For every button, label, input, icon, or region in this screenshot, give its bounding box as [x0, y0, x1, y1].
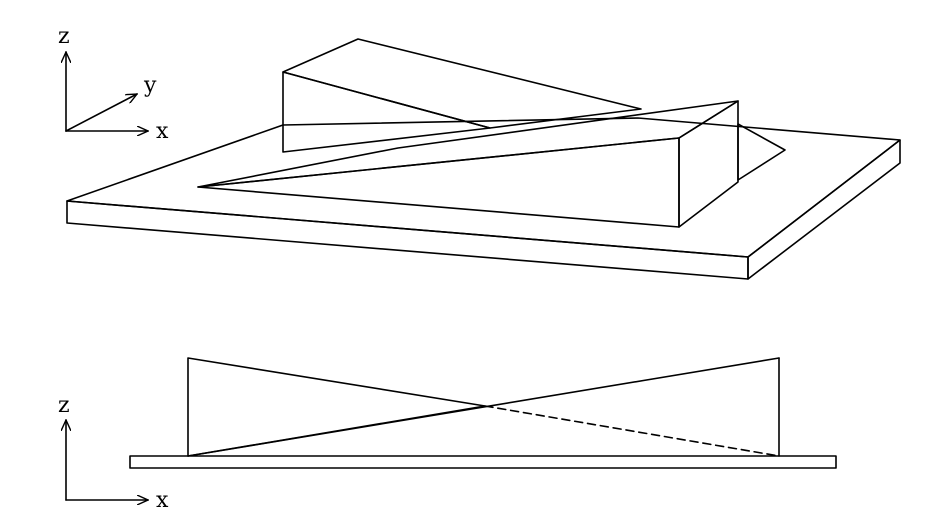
wedge-a-dark-face: [282, 71, 491, 153]
base-plate-right-side: [747, 139, 901, 280]
wedge-b-end-face: [678, 100, 739, 228]
isometric-view: z y x: [58, 24, 901, 280]
top-y-label: y: [143, 73, 157, 98]
base-plate-cutout: [737, 123, 786, 181]
wedge-b-top-face: [197, 100, 739, 188]
base-plate-top: [66, 117, 901, 258]
top-z-label: z: [58, 24, 70, 49]
base-plate-left-side: [66, 200, 749, 280]
bottom-x-label: x: [156, 488, 169, 513]
side-view-wedge-a: [187, 357, 486, 457]
wedge-b-dark-face: [197, 137, 680, 228]
wedge-a-top-face: [282, 38, 642, 129]
side-view-wedge-b-top: [187, 357, 780, 457]
wedge-a: [282, 38, 642, 153]
top-x-label: x: [156, 119, 169, 144]
top-axes: z y x: [58, 24, 169, 144]
base-plate: [66, 117, 901, 280]
side-view: z x: [58, 357, 837, 513]
bottom-axes: z x: [58, 393, 169, 513]
top-y-axis: [65, 93, 137, 132]
side-view-base-plate: [129, 455, 837, 469]
wedge-b: [197, 100, 739, 228]
bottom-z-label: z: [58, 393, 70, 418]
side-view-hidden-edge: [484, 405, 780, 457]
